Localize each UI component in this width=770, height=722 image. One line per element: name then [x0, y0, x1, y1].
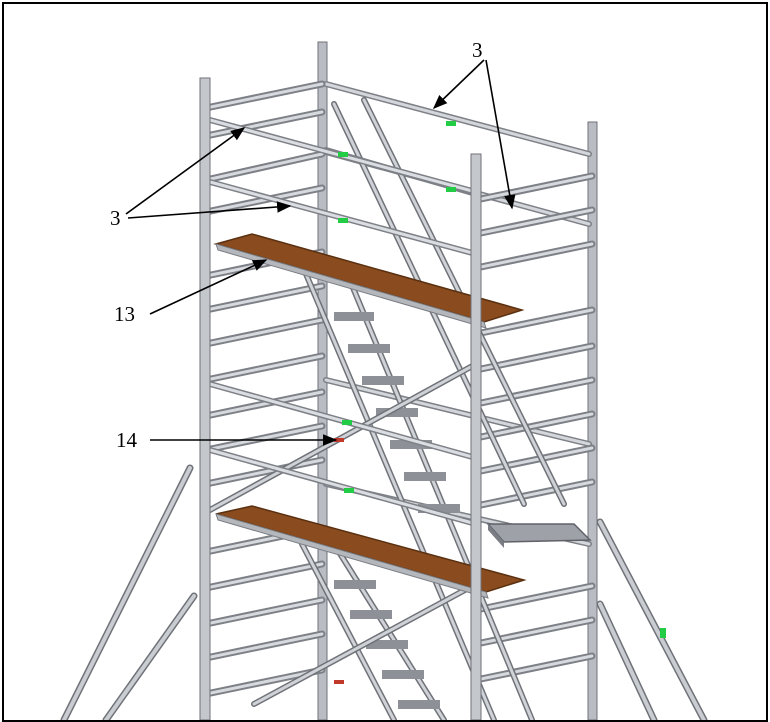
right-side-rungs: [472, 172, 596, 684]
callout-3-left: 3: [110, 206, 121, 230]
outriggers: [60, 464, 708, 720]
lower-platform: [215, 505, 527, 599]
front-uprights: [199, 77, 482, 720]
brace-clips: [334, 121, 666, 684]
upper-platform: [213, 233, 525, 329]
hatch-platform: [486, 523, 592, 548]
leader-arrows: [125, 59, 516, 446]
callout-14: 14: [116, 428, 137, 452]
callout-13: 13: [114, 302, 135, 326]
callout-3-top: 3: [472, 38, 483, 62]
scaffold-tower-illustration: [60, 41, 708, 720]
